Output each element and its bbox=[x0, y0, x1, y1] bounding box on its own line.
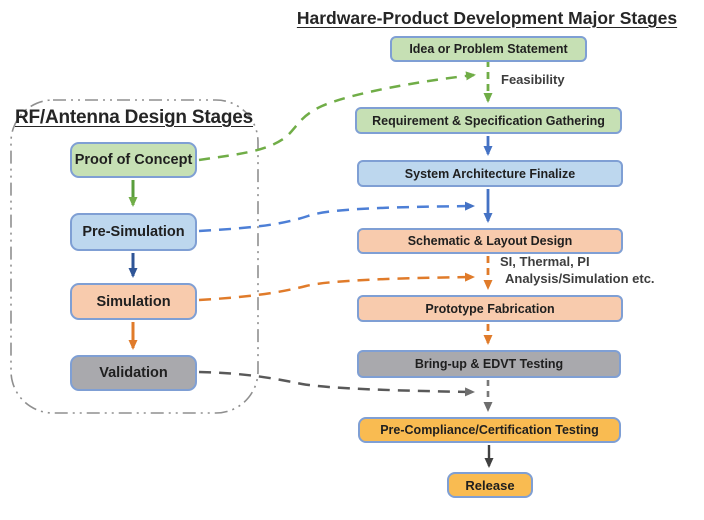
connector-validation-to-precompliance bbox=[198, 370, 475, 397]
si-thermal-pi-label: SI, Thermal, PI bbox=[500, 254, 590, 269]
stage-box-prototype-fabrication: Prototype Fabrication bbox=[357, 295, 623, 322]
rf-panel-border bbox=[10, 99, 259, 414]
stage-box-release: Release bbox=[447, 472, 533, 498]
feasibility-label: Feasibility bbox=[501, 72, 565, 87]
stage-box-proof-of-concept: Proof of Concept bbox=[70, 142, 197, 178]
stage-box-bringup-edvt: Bring-up & EDVT Testing bbox=[357, 350, 621, 378]
connector-presimulation-to-schematic bbox=[198, 201, 475, 233]
right-flow-title: Hardware-Product Development Major Stage… bbox=[296, 8, 678, 28]
stage-box-precompliance: Pre-Compliance/Certification Testing bbox=[358, 417, 621, 443]
stage-box-simulation: Simulation bbox=[70, 283, 197, 320]
connector-proof-to-feasibility bbox=[198, 71, 476, 162]
rf-panel-title: RF/Antenna Design Stages bbox=[15, 107, 254, 128]
analysis-simulation-label: Analysis/Simulation etc. bbox=[505, 271, 655, 286]
stage-box-validation: Validation bbox=[70, 355, 197, 391]
stage-box-system-architecture: System Architecture Finalize bbox=[357, 160, 623, 187]
stage-box-pre-simulation: Pre-Simulation bbox=[70, 213, 197, 251]
stage-box-requirement: Requirement & Specification Gathering bbox=[355, 107, 622, 134]
stage-box-schematic-layout: Schematic & Layout Design bbox=[357, 228, 623, 254]
connector-simulation-to-analysis bbox=[198, 272, 475, 302]
stage-box-idea: Idea or Problem Statement bbox=[390, 36, 587, 62]
